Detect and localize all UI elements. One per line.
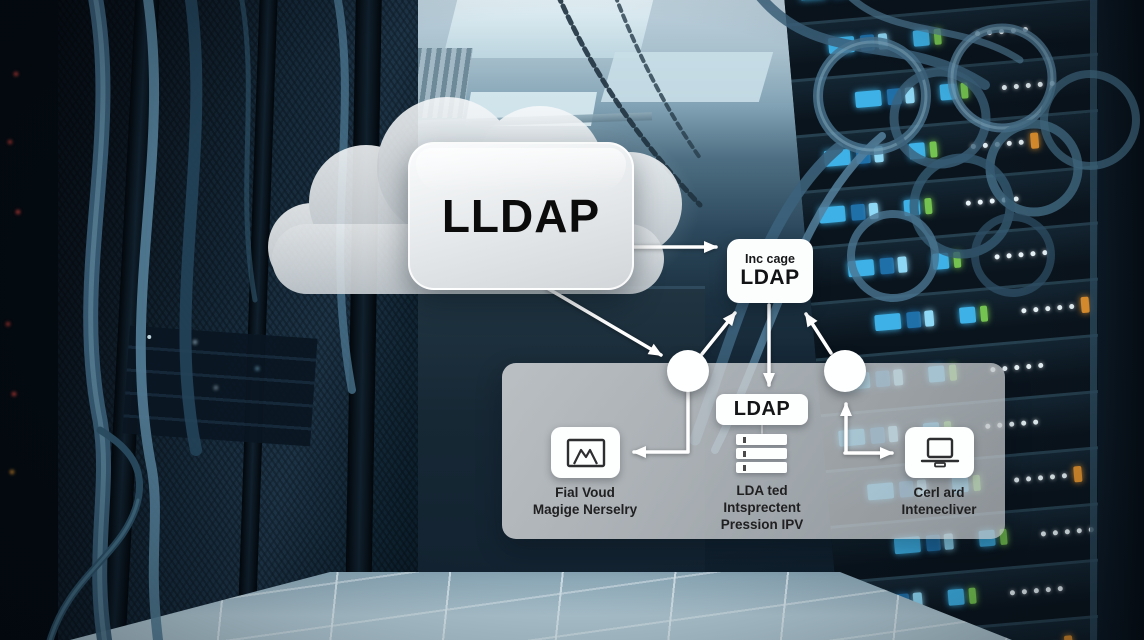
status-led-lights [0, 0, 4, 4]
left-server-racks [0, 0, 418, 640]
caption-line: Intsprectent [723, 500, 801, 515]
rack-post [235, 0, 279, 640]
ldap-node-subtitle: Inc cage [744, 251, 796, 266]
caption-left: Fial Voud Magige Nerselry [500, 484, 670, 518]
caption-line: Pression IPV [720, 517, 804, 532]
laptop-icon-card [905, 427, 974, 478]
server-list-icon [736, 434, 787, 473]
list-bar [736, 462, 787, 473]
caption-line: LDA ted [736, 483, 788, 498]
caption-right: Cerl ard Intenecliver [854, 484, 1024, 518]
bar-tick [743, 450, 746, 457]
rack-post [343, 0, 383, 640]
ldap-pill: LDAP [716, 394, 808, 425]
bar-tick [743, 436, 746, 443]
caption-line: Intenecliver [901, 502, 977, 517]
image-icon-card [551, 427, 620, 478]
caption-middle: LDA ted Intsprectent Pression IPV [677, 482, 847, 533]
junction-node [667, 350, 709, 392]
rack-post [0, 0, 58, 640]
ldap-node-title: LDAP [740, 266, 800, 290]
rack-post [99, 0, 161, 640]
bar-tick [743, 464, 746, 471]
caption-line: Fial Voud [555, 485, 615, 500]
left-server-unit [122, 325, 318, 447]
caption-line: Cerl ard [913, 485, 965, 500]
junction-node [824, 350, 866, 392]
lldap-main-box: LLDAP [408, 142, 634, 290]
lldap-label: LLDAP [441, 190, 601, 242]
list-bar [736, 434, 787, 445]
ceiling-light-panel [442, 0, 654, 58]
laptop-icon [920, 437, 959, 467]
right-rack-frame [1090, 0, 1144, 640]
list-bar [736, 448, 787, 459]
caption-line: Magige Nerselry [532, 502, 638, 517]
image-icon [566, 438, 605, 467]
ldap-node-box: Inc cage LDAP [727, 239, 813, 303]
